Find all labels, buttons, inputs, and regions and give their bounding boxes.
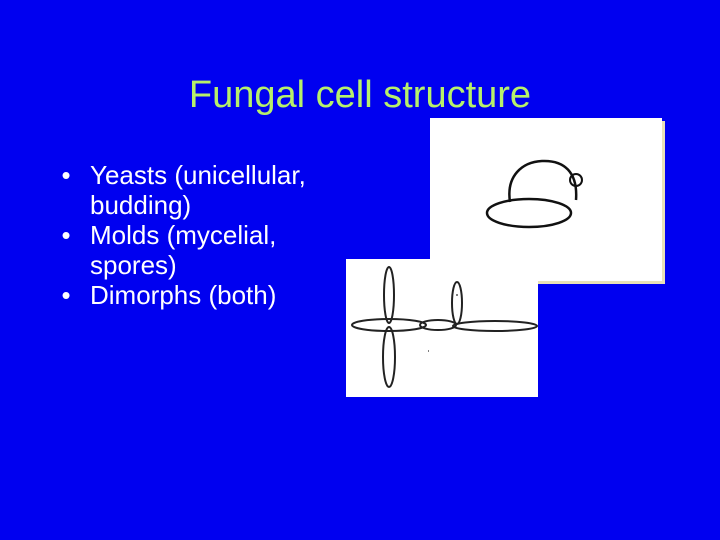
bullet-marker: • xyxy=(61,160,71,190)
bullet-marker: • xyxy=(61,220,71,250)
bullet-list: • Yeasts (unicellular, budding) • Molds … xyxy=(56,160,346,310)
bullet-marker: • xyxy=(61,280,71,310)
mold-diagram-image xyxy=(346,259,538,397)
bullet-text: Yeasts (unicellular, budding) xyxy=(90,160,306,220)
yeast-diagram-image xyxy=(430,118,662,281)
bullet-text: Molds (mycelial, spores) xyxy=(90,220,277,280)
bullet-item-dimorphs: • Dimorphs (both) xyxy=(56,280,346,310)
bullet-text: Dimorphs (both) xyxy=(90,280,277,310)
slide-title: Fungal cell structure xyxy=(188,74,532,116)
yeast-cell-drawing xyxy=(485,159,583,229)
bullet-item-molds: • Molds (mycelial, spores) xyxy=(56,220,346,280)
bullet-item-yeasts: • Yeasts (unicellular, budding) xyxy=(56,160,346,220)
mold-hyphae-drawing xyxy=(351,266,538,388)
